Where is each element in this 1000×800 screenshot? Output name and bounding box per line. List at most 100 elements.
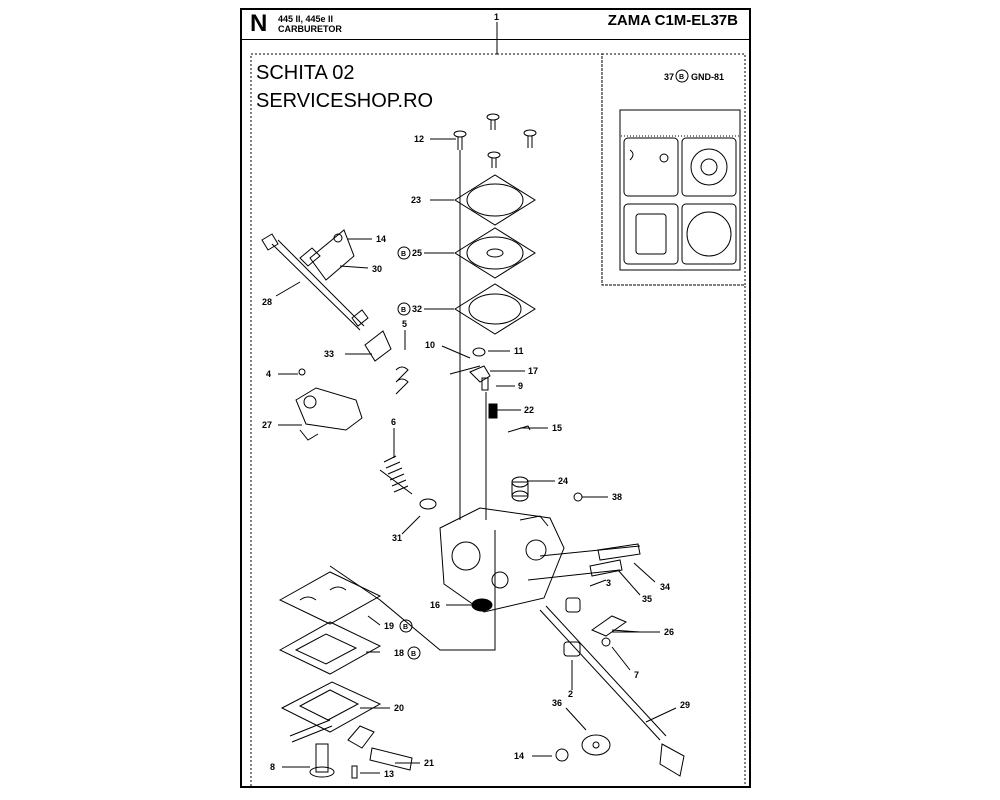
callout-34: 34 (660, 582, 670, 592)
screw-14 (555, 748, 569, 762)
kit-dotted-outline (497, 53, 746, 786)
callout-28: 28 (262, 297, 272, 307)
diaphragm-25 (454, 227, 536, 279)
callout-32-badge: B (401, 307, 406, 314)
spring-6 (379, 455, 413, 495)
callout-33: 33 (324, 349, 334, 359)
choke-lever-27 (295, 387, 363, 441)
callout-14a: 14 (376, 234, 386, 244)
callout-23: 23 (411, 195, 421, 205)
diagram-frame (240, 8, 751, 788)
header-divider (240, 39, 751, 40)
lever-17 (469, 365, 491, 383)
callout-24: 24 (558, 476, 568, 486)
callout-38: 38 (612, 492, 622, 502)
kit-badge-label: B (679, 74, 684, 81)
kit-number-label: 37 (664, 72, 674, 82)
callout-10: 10 (425, 340, 435, 350)
kit-dotted-box (601, 53, 746, 286)
badge-circle-18 (407, 646, 421, 660)
diaphragm-19 (278, 571, 382, 625)
model-line-1: 445 II, 445e II (278, 14, 334, 24)
callout-2: 2 (568, 689, 573, 699)
callout-29: 29 (680, 700, 690, 710)
badge-circle-32 (397, 302, 411, 316)
callout-30: 30 (372, 264, 382, 274)
callout-7: 7 (634, 670, 639, 680)
callout-22: 22 (524, 405, 534, 415)
screw-11 (472, 347, 486, 357)
kit-code-label: GND-81 (691, 72, 724, 82)
callout-26: 26 (664, 627, 674, 637)
screw-4 (298, 368, 306, 376)
carburetor-body (439, 507, 565, 613)
plug-24 (511, 476, 529, 502)
callout-11: 11 (514, 346, 524, 356)
watermark-line-1: SCHITA 02 (256, 62, 355, 84)
callout-8: 8 (270, 762, 275, 772)
callout-9: 9 (518, 381, 523, 391)
choke-plate-36 (581, 734, 611, 756)
gasket-18 (278, 621, 382, 675)
choke-shaft-29 (539, 605, 685, 777)
callout-36: 36 (552, 698, 562, 708)
needle-34 (539, 543, 641, 561)
screw-8 (309, 743, 335, 778)
callout-12: 12 (414, 134, 424, 144)
watermark-line-2: SERVICESHOP.RO (256, 90, 434, 112)
gasket-kit-image (619, 109, 741, 271)
pin-13 (351, 765, 358, 779)
screw-12-group (453, 113, 537, 168)
cover-plate-23 (454, 174, 536, 226)
carburetor-model-title: ZAMA C1M-EL37B (607, 12, 738, 29)
model-label: 445 II, 445e II CARBURETOR (278, 14, 342, 34)
callout-25: 25 (412, 248, 422, 258)
callout-4: 4 (266, 369, 271, 379)
callout-1: 1 (494, 12, 499, 22)
callout-18-badge: B (411, 651, 416, 658)
callout-6: 6 (391, 417, 396, 427)
callout-19: 19 (384, 621, 394, 631)
badge-circle-25 (397, 246, 411, 260)
fuel-inlet-21 (347, 725, 413, 771)
plug-38 (573, 492, 583, 502)
gasket-32 (454, 283, 536, 335)
needle-35 (527, 559, 623, 581)
badge-circle-19 (399, 619, 413, 633)
bushing-2 (563, 641, 581, 657)
bushing-3 (565, 597, 581, 613)
section-letter: N (250, 10, 268, 37)
callout-32: 32 (412, 304, 422, 314)
spring-5 (395, 366, 409, 395)
filter-screen-16 (471, 598, 493, 612)
metering-body-20 (280, 681, 382, 733)
model-line-2: CARBURETOR (278, 24, 342, 34)
callout-16: 16 (430, 600, 440, 610)
callout-13: 13 (384, 769, 394, 779)
pin-15 (507, 425, 531, 433)
spring-22 (488, 403, 498, 419)
callout-18: 18 (394, 648, 404, 658)
callout-31: 31 (392, 533, 402, 543)
throttle-plate-30 (309, 229, 355, 281)
callout-15: 15 (552, 423, 562, 433)
washer-31 (419, 498, 437, 510)
throttle-shaft-28 (261, 233, 369, 331)
callout-35: 35 (642, 594, 652, 604)
screw-7 (601, 637, 611, 647)
badge-circle-37 (675, 69, 689, 83)
lever-26 (590, 615, 641, 637)
callout-17: 17 (528, 366, 538, 376)
callout-25-badge: B (401, 251, 406, 258)
callout-5: 5 (402, 319, 407, 329)
pin-9 (481, 377, 489, 391)
shaft-10 (449, 365, 481, 375)
callout-21: 21 (424, 758, 434, 768)
lever-33 (364, 330, 392, 362)
callout-20: 20 (394, 703, 404, 713)
callout-19-badge: B (403, 624, 408, 631)
callout-14b: 14 (514, 751, 524, 761)
callout-3: 3 (606, 578, 611, 588)
